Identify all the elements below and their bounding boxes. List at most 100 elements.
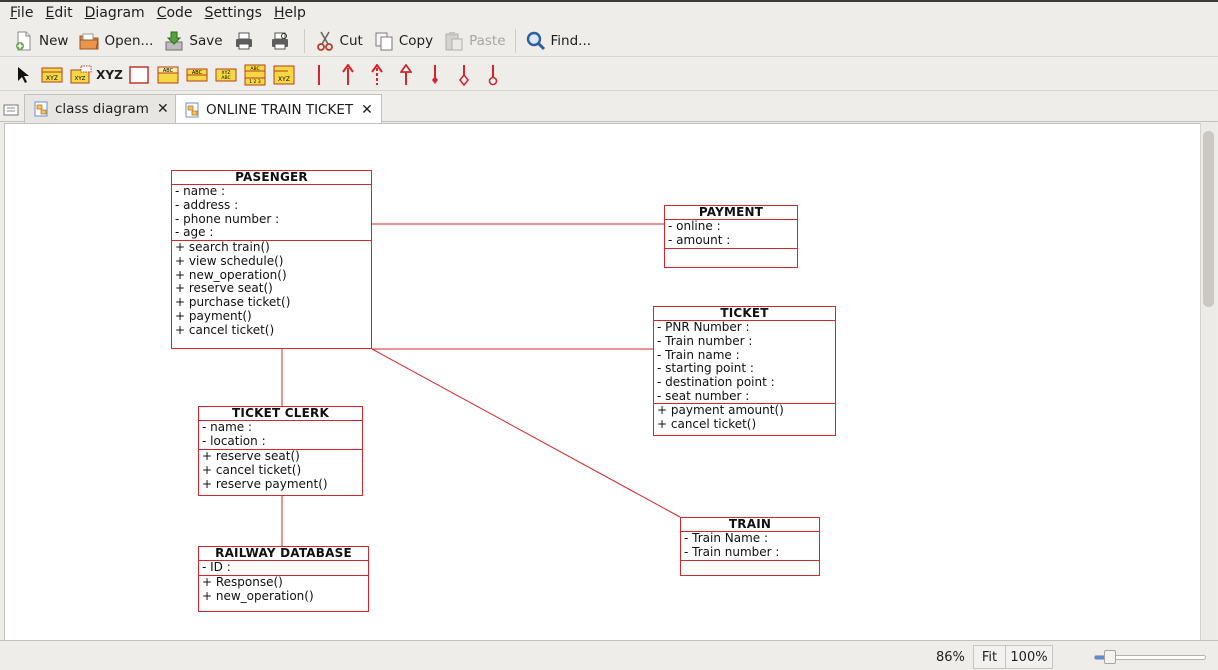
copy-icon bbox=[373, 30, 395, 52]
zoom-fit-button[interactable]: Fit bbox=[973, 645, 1006, 669]
arrow-up-icon bbox=[341, 63, 354, 85]
menu-help[interactable]: Help bbox=[273, 5, 306, 21]
class-tool[interactable]: XYZ bbox=[37, 61, 66, 89]
hollow-diamond-icon bbox=[458, 64, 469, 86]
package-icon: ABC bbox=[157, 66, 178, 83]
composition-tool[interactable] bbox=[449, 61, 478, 89]
cut-button[interactable]: Cut bbox=[309, 27, 368, 55]
operations-section: + search train() + view schedule() + new… bbox=[172, 240, 371, 338]
class-title: RAILWAY DATABASE bbox=[199, 547, 368, 561]
note-tool[interactable]: XYZ bbox=[269, 61, 298, 89]
generalization-tool[interactable] bbox=[391, 61, 420, 89]
status-bar: 86% Fit 100% bbox=[0, 641, 1218, 670]
printer-icon bbox=[233, 30, 255, 52]
operation: + new_operation() bbox=[175, 267, 287, 282]
zoom-slider[interactable] bbox=[1094, 655, 1206, 660]
canvas-bottom-border bbox=[0, 640, 1218, 641]
menu-file[interactable]: File bbox=[10, 5, 34, 21]
svg-text:ABC: ABC bbox=[221, 75, 230, 81]
class-payment[interactable]: PAYMENT - online : - amount : bbox=[664, 205, 798, 268]
save-download-icon bbox=[163, 30, 185, 52]
association-tool[interactable] bbox=[304, 61, 333, 89]
tab-label: class diagram bbox=[55, 101, 149, 117]
tab-online-train-ticket[interactable]: ONLINE TRAIN TICKET ✕ bbox=[175, 94, 382, 124]
svg-text:ABC: ABC bbox=[162, 68, 173, 74]
operation: + search train() bbox=[175, 240, 270, 254]
pointer-arrow-icon bbox=[17, 66, 29, 83]
scrollbar-thumb[interactable] bbox=[1203, 131, 1214, 307]
operation: + payment amount() bbox=[657, 403, 784, 417]
find-button[interactable]: Find... bbox=[520, 27, 597, 55]
zoom-slider-fill bbox=[1095, 656, 1105, 659]
dashed-arrow-up-icon bbox=[370, 63, 383, 85]
menu-settings[interactable]: Settings bbox=[204, 5, 262, 21]
tab-list-icon[interactable] bbox=[3, 103, 21, 117]
attribute: - starting point : bbox=[657, 361, 754, 376]
class-train[interactable]: TRAIN - Train Name : - Train number : bbox=[680, 517, 820, 576]
vertical-scrollbar[interactable] bbox=[1200, 123, 1216, 640]
class-passenger[interactable]: PASENGER - name : - address : - phone nu… bbox=[171, 170, 372, 349]
text-tool[interactable]: XYZ bbox=[95, 61, 124, 89]
operation: + reserve seat() bbox=[202, 449, 300, 463]
svg-text:XYZ: XYZ bbox=[221, 70, 230, 76]
window-top-edge bbox=[0, 0, 1218, 2]
svg-text:ABC: ABC bbox=[191, 70, 202, 76]
attributes-section: - Train Name : - Train number : bbox=[681, 531, 819, 561]
template-class-tool[interactable]: XYZ bbox=[66, 61, 95, 89]
class-title: TICKET CLERK bbox=[199, 407, 362, 421]
diagram-file-icon bbox=[34, 101, 48, 117]
menu-edit[interactable]: Edit bbox=[45, 5, 73, 21]
attribute: - address : bbox=[175, 197, 239, 212]
attributes-section: - online : - amount : bbox=[665, 219, 797, 249]
paste-button[interactable]: Paste bbox=[438, 27, 510, 55]
attribute: - Train number : bbox=[657, 333, 753, 348]
class-railway-database[interactable]: RAILWAY DATABASE - ID : + Response() + n… bbox=[198, 546, 369, 612]
close-icon[interactable]: ✕ bbox=[156, 101, 169, 117]
operation: + reserve payment() bbox=[202, 476, 328, 491]
copy-button-label: Copy bbox=[398, 32, 434, 49]
zoom-100-label: 100% bbox=[1010, 649, 1048, 665]
save-button-label: Save bbox=[189, 32, 223, 49]
class-title: PAYMENT bbox=[665, 206, 797, 220]
class-title: TICKET bbox=[654, 307, 835, 321]
zoom-slider-handle[interactable] bbox=[1104, 650, 1116, 664]
print-button[interactable] bbox=[228, 27, 264, 55]
new-button-label: New bbox=[39, 32, 69, 49]
note-icon: XYZ bbox=[273, 65, 294, 84]
menu-diagram[interactable]: Diagram bbox=[84, 5, 145, 21]
attribute: - Train number : bbox=[684, 544, 780, 559]
close-icon[interactable]: ✕ bbox=[361, 101, 373, 118]
open-button[interactable]: Open... bbox=[73, 27, 158, 55]
attributes-section: - PNR Number : - Train number : - Train … bbox=[654, 320, 835, 404]
box-tool[interactable] bbox=[124, 61, 153, 89]
aggregation-tool[interactable] bbox=[420, 61, 449, 89]
dependency-tool[interactable] bbox=[362, 61, 391, 89]
attributes-section: - name : - location : bbox=[199, 420, 362, 450]
attribute: - phone number : bbox=[175, 211, 280, 226]
operation: + view schedule() bbox=[175, 253, 284, 268]
realization-tool[interactable] bbox=[478, 61, 507, 89]
menu-code[interactable]: Code bbox=[156, 5, 193, 21]
tab-class-diagram[interactable]: class diagram ✕ bbox=[24, 94, 178, 123]
directed-association-tool[interactable] bbox=[333, 61, 362, 89]
printer-preview-icon bbox=[269, 30, 291, 52]
attribute: - Train Name : bbox=[684, 531, 769, 545]
svg-text:XYZ: XYZ bbox=[74, 76, 85, 82]
package-tool[interactable]: ABC bbox=[153, 61, 182, 89]
tab-label: ONLINE TRAIN TICKET bbox=[206, 101, 354, 118]
copy-button[interactable]: Copy bbox=[368, 27, 438, 55]
print-preview-button[interactable] bbox=[264, 27, 300, 55]
select-tool[interactable] bbox=[8, 61, 37, 89]
new-button[interactable]: New bbox=[8, 27, 73, 55]
class-title: PASENGER bbox=[172, 171, 371, 185]
operation: + Response() bbox=[202, 575, 283, 589]
interface-tool[interactable]: ABC bbox=[182, 61, 211, 89]
zoom-100-button[interactable]: 100% bbox=[1005, 645, 1053, 669]
class-ticket[interactable]: TICKET - PNR Number : - Train number : -… bbox=[653, 306, 836, 436]
save-button[interactable]: Save bbox=[158, 27, 227, 55]
class-ticket-clerk[interactable]: TICKET CLERK - name : - location : + res… bbox=[198, 406, 363, 496]
